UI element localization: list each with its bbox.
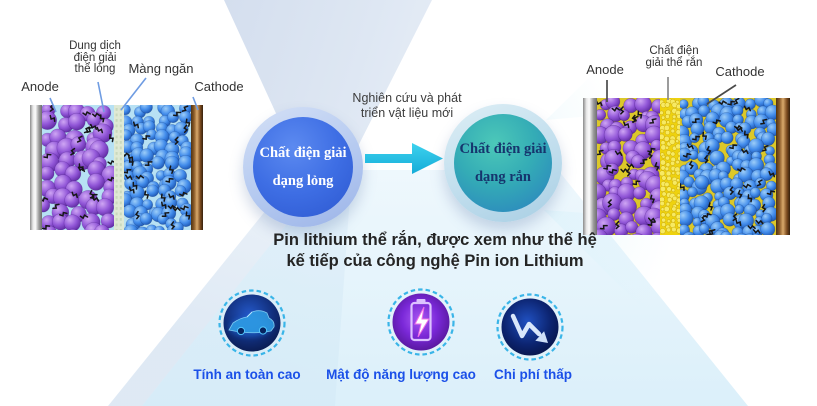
research-note-line: Nghiên cứu và phát	[352, 91, 462, 105]
liquid-battery-diagram	[30, 105, 203, 230]
liquid-electrolyte-label-line: điện giải	[73, 51, 117, 64]
liquid-electrolyte-circle-text: Chất điện giải dạng lỏng	[253, 117, 353, 217]
caption-line: Pin lithium thể rắn, được xem như thế hệ	[273, 231, 597, 249]
anode-current-collector	[583, 98, 597, 235]
liquid-electrolyte-label-line: thể lỏng	[74, 63, 116, 75]
caption: Pin lithium thể rắn, được xem như thế hệ…	[225, 230, 645, 272]
benefit-label: Mật độ năng lượng cao	[326, 367, 476, 382]
separator-label: Màng ngăn	[128, 61, 194, 76]
anode-label: Anode	[586, 62, 624, 77]
car-safety-icon	[218, 289, 286, 357]
benefit-label: Chi phí thấp	[494, 367, 572, 382]
circle-text-line: Chất điện giải	[459, 140, 547, 157]
benefit-label: Tính an toàn cao	[193, 367, 301, 382]
solid-battery-diagram	[583, 98, 790, 235]
research-note-line: triển vật liệu mới	[360, 106, 454, 120]
liquid-electrolyte-circle: Chất điện giải dạng lỏng	[243, 107, 363, 227]
solid-electrolyte-label: Chất điện giải thể rắn	[637, 45, 711, 69]
right-arrow-icon	[365, 143, 443, 174]
cathode-label: Cathode	[715, 64, 765, 79]
solid-electrolyte-label-line: giải thể rắn	[645, 56, 703, 69]
caption-line: kế tiếp của công nghệ Pin ion Lithium	[286, 252, 584, 270]
cathode-label: Cathode	[194, 79, 244, 94]
cathode-current-collector	[776, 98, 790, 235]
research-note: Nghiên cứu và phát triển vật liệu mới	[336, 91, 478, 121]
anode-label: Anode	[21, 79, 59, 94]
separator-strip	[114, 105, 124, 230]
solid-electrolyte-label-line: Chất điện	[649, 45, 699, 57]
liquid-electrolyte-label-line: Dung dịch	[69, 40, 121, 52]
solid-electrolyte-circle-text: Chất điện giải dạng rắn	[454, 114, 552, 212]
circle-text-line: dạng lỏng	[272, 172, 334, 189]
battery-energy-icon	[387, 288, 455, 356]
liquid-electrolyte-label: Dung dịch điện giải thể lỏng	[60, 40, 130, 76]
anode-current-collector	[30, 105, 42, 230]
cathode-current-collector	[191, 105, 203, 230]
circle-text-line: dạng rắn	[474, 168, 531, 185]
solid-electrolyte-circle: Chất điện giải dạng rắn	[444, 104, 562, 222]
cost-down-icon	[496, 293, 564, 361]
circle-text-line: Chất điện giải	[259, 144, 347, 161]
